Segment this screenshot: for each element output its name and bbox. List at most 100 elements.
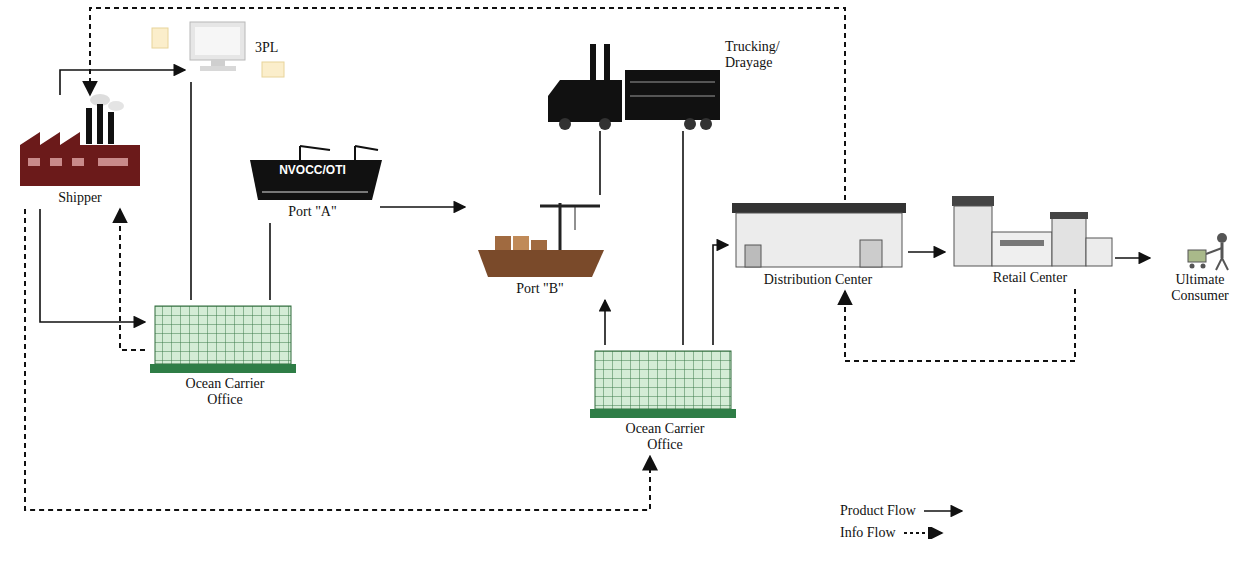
illustrated-node: Retail Center: [945, 190, 1115, 289]
info-flow-connector: [25, 209, 650, 510]
office-building-icon: [590, 351, 736, 418]
warehouse-icon-part: [736, 213, 902, 267]
container-ship-icon-part: [300, 146, 330, 150]
product-flow-connector: [380, 206, 465, 208]
office-building-icon-part: [595, 351, 731, 409]
illustrated-node: Trucking/ Drayage: [540, 35, 800, 131]
legend-line: [924, 510, 962, 512]
node-label: Port "B": [475, 281, 605, 297]
computer-icon-part: [195, 27, 240, 55]
factory-icon-part: [98, 158, 128, 166]
legend-sample: [902, 527, 946, 539]
retail-store-icon-part: [954, 206, 992, 266]
node-label: Port "A": [250, 204, 375, 220]
port-crane-icon-part: [495, 236, 511, 250]
computer-icon-part: [200, 66, 236, 71]
factory-icon-part: [108, 112, 114, 144]
consumer-icon-part: [1188, 250, 1206, 262]
warehouse-icon: [732, 203, 906, 267]
illustrated-node: Port "B": [465, 195, 615, 300]
product-flow-connector: [190, 82, 192, 300]
retail-store-icon-part: [1052, 218, 1086, 266]
product-flow-connector: [604, 300, 606, 345]
port-crane-icon-part: [531, 240, 547, 250]
retail-store-icon: [952, 196, 1112, 266]
port-crane-icon: [478, 203, 604, 277]
port-crane-icon-part: [575, 206, 576, 230]
illustrated-node: NVOCC/OTIPort "A": [245, 150, 380, 223]
warehouse-icon-part: [732, 203, 906, 213]
consumer-icon-part: [1222, 258, 1228, 270]
legend: Product FlowInfo Flow: [840, 500, 966, 544]
legend-text: Info Flow: [840, 525, 896, 541]
factory-icon-part: [108, 101, 124, 111]
port-crane-icon-part: [559, 203, 562, 250]
truck-icon-part: [684, 118, 696, 130]
consumer-icon-part: [1217, 233, 1227, 243]
node-label: Trucking/ Drayage: [725, 39, 787, 71]
truck-icon-part: [590, 44, 596, 80]
office-building-icon: [150, 306, 296, 373]
legend-row: Info Flow: [840, 522, 966, 544]
illustrated-node: Ocean Carrier Office: [145, 300, 305, 411]
legend-text: Product Flow: [840, 503, 916, 519]
product-flow-connector: [682, 131, 684, 345]
container-ship-icon-part: [262, 191, 368, 193]
illustrated-node: Distribution Center: [728, 200, 908, 291]
legend-line: [904, 532, 942, 534]
product-flow-connector: [269, 223, 271, 300]
consumer-icon: [1188, 233, 1228, 270]
factory-icon-part: [97, 104, 103, 144]
factory-icon-part: [86, 108, 92, 144]
office-building-icon-part: [150, 364, 296, 373]
product-flow-connector: [40, 209, 145, 322]
office-building-icon-part: [590, 409, 736, 418]
retail-store-icon-part: [952, 196, 994, 206]
factory-icon-part: [28, 158, 40, 166]
port-crane-icon-part: [513, 236, 529, 250]
product-flow-connector: [713, 245, 728, 345]
info-flow-connector: [90, 8, 845, 200]
illustrated-node: Ocean Carrier Office: [585, 345, 745, 456]
computer-icon-part: [262, 62, 284, 77]
warehouse-icon-part: [860, 240, 882, 267]
product-flow-connector: [599, 131, 601, 195]
product-flow-connector: [60, 70, 185, 95]
truck-icon-part: [625, 70, 720, 120]
truck-icon-part: [700, 118, 712, 130]
product-flow-connector: [908, 251, 945, 253]
legend-sample: [922, 505, 966, 517]
computer-icon-part: [211, 60, 225, 66]
node-label: Ultimate Consumer: [1152, 272, 1248, 304]
retail-store-icon-part: [1086, 238, 1112, 266]
info-flow-connector: [120, 209, 145, 350]
container-ship-icon-part: [299, 146, 301, 160]
computer-icon-part: [152, 28, 168, 48]
container-ship-icon: [250, 146, 382, 200]
node-label: Retail Center: [985, 270, 1075, 286]
truck-icon-part: [604, 44, 610, 80]
info-flow-connector: [845, 289, 1075, 361]
container-ship-icon-part: [250, 160, 382, 200]
illustrated-node: Shipper: [15, 95, 145, 209]
truck-icon-part: [630, 95, 715, 97]
node-label: Ocean Carrier Office: [175, 376, 275, 408]
factory-icon-part: [20, 132, 140, 186]
consumer-icon-part: [1221, 243, 1224, 258]
truck-icon-part: [630, 81, 715, 83]
node-label: Ocean Carrier Office: [615, 421, 715, 453]
legend-row: Product Flow: [840, 500, 966, 522]
port-crane-icon-part: [478, 250, 604, 277]
warehouse-icon-part: [745, 245, 761, 267]
factory-icon-part: [72, 158, 84, 166]
illustrated-node: Ultimate Consumer: [1150, 230, 1250, 307]
truck-icon-part: [559, 118, 571, 130]
product-flow-connector: [1115, 257, 1150, 259]
node-label: 3PL: [255, 40, 295, 56]
retail-store-icon-part: [1050, 212, 1088, 219]
port-crane-icon-part: [540, 205, 600, 208]
node-label: Distribution Center: [763, 272, 873, 288]
illustrated-node: 3PL: [185, 20, 295, 82]
